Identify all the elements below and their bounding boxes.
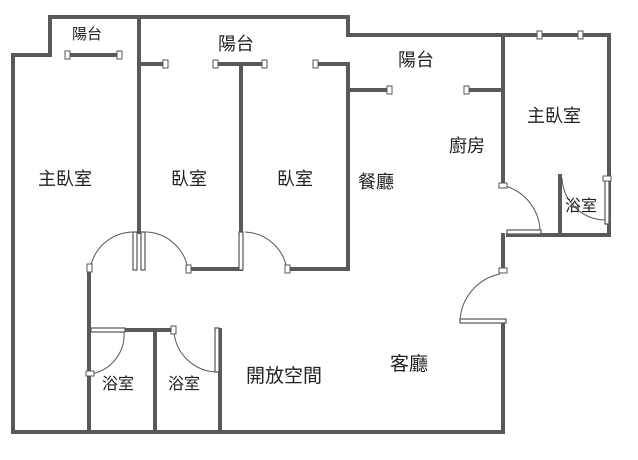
jamb — [162, 59, 169, 69]
jamb — [386, 85, 393, 95]
wall-jambs — [64, 30, 584, 95]
door-bath-middle — [170, 325, 220, 373]
door-bath-left — [85, 327, 126, 377]
walls — [11, 15, 611, 434]
door-master-bedroom-left — [86, 231, 138, 273]
jamb — [312, 59, 319, 69]
door-bedroom-2 — [238, 231, 291, 274]
wall-balcony-left — [48, 15, 505, 57]
door-kitchen — [498, 182, 542, 235]
label-bedroom-1: 臥室 — [171, 169, 207, 190]
jamb — [536, 30, 543, 40]
jamb — [577, 30, 584, 40]
label-balcony-left: 陽台 — [72, 25, 103, 43]
label-open-space: 開放空間 — [246, 365, 323, 387]
jamb — [212, 59, 219, 69]
jamb — [463, 85, 470, 95]
wall-outer-left — [11, 53, 505, 434]
label-kitchen: 廚房 — [449, 136, 485, 157]
jamb — [64, 50, 71, 60]
jamb — [261, 59, 268, 69]
label-living-room: 客廳 — [390, 353, 429, 375]
label-bath-right: 浴室 — [565, 196, 598, 215]
door-entry — [459, 267, 508, 324]
label-master-bedroom-right: 主臥室 — [527, 106, 581, 127]
label-balcony-right: 陽台 — [398, 50, 434, 71]
doors — [85, 175, 612, 377]
jamb — [116, 50, 123, 60]
label-master-bedroom-left: 主臥室 — [38, 169, 92, 190]
label-dining: 餐廳 — [358, 172, 394, 193]
label-balcony-mid: 陽台 — [218, 34, 254, 55]
door-bath-right — [561, 175, 612, 225]
label-bedroom-2: 臥室 — [277, 169, 313, 190]
label-bath-left-1: 浴室 — [102, 374, 135, 393]
label-bath-left-2: 浴室 — [168, 374, 201, 393]
door-bedroom-1 — [140, 231, 192, 274]
